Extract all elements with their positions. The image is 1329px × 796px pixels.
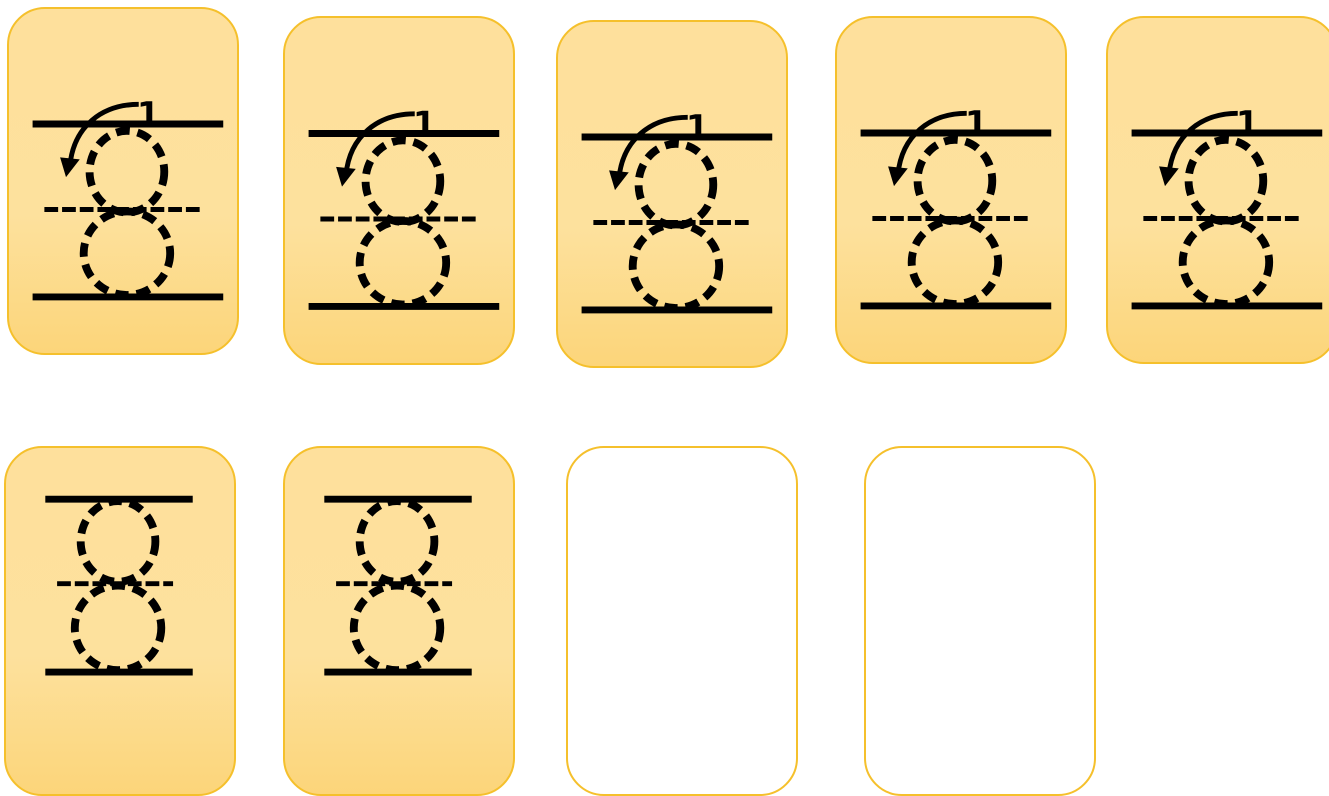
digit-lower-loop [70, 581, 166, 675]
digit-guide: 1 [308, 104, 500, 310]
digit-upper-loop [913, 135, 997, 226]
stroke-start-number: 1 [413, 104, 436, 143]
digit-guide: 1 [32, 95, 224, 301]
arrow-head-icon [336, 166, 356, 187]
stroke-start-number: 1 [1236, 104, 1259, 143]
tracing-card-guided[interactable]: 1 [835, 16, 1067, 364]
digit-lower-loop [349, 581, 445, 675]
tracing-card-guided[interactable]: 1 [556, 20, 788, 368]
direction-arrow-curve [67, 101, 139, 166]
digit-upper-loop [85, 126, 169, 217]
tracing-card-guided[interactable]: 1 [1106, 16, 1329, 364]
digit-guide: 1 [1131, 104, 1323, 310]
digit-guide: 1 [860, 104, 1052, 310]
digit-lower-loop [1178, 216, 1274, 308]
stroke-start-number: 1 [686, 108, 709, 147]
direction-arrow-curve [616, 114, 688, 179]
tracing-card-guided[interactable]: 1 [283, 16, 515, 365]
digit-upper-loop [76, 497, 160, 586]
stroke-start-number: 1 [137, 95, 160, 134]
digit-guide [324, 495, 472, 676]
digit-upper-loop [634, 139, 718, 230]
tracing-card-dotted[interactable] [4, 446, 236, 796]
stroke-start-number: 1 [965, 104, 988, 143]
direction-arrow-curve [1166, 110, 1238, 175]
arrow-head-icon [609, 170, 629, 191]
digit-guide: 1 [581, 108, 773, 314]
direction-arrow-curve [895, 110, 967, 175]
arrow-head-icon [1159, 166, 1179, 187]
tracing-card-dotted[interactable] [283, 446, 515, 796]
digit-lower-loop [907, 216, 1003, 308]
tracing-card-guided[interactable]: 1 [7, 7, 239, 355]
practice-card-blank[interactable] [566, 446, 798, 796]
digit-upper-loop [355, 497, 439, 586]
digit-lower-loop [355, 217, 451, 309]
practice-card-blank[interactable] [864, 446, 1096, 796]
digit-lower-loop [79, 207, 175, 299]
arrow-head-icon [60, 157, 80, 178]
digit-lower-loop [628, 220, 724, 312]
digit-guide [45, 495, 193, 676]
digit-upper-loop [361, 136, 445, 226]
arrow-head-icon [888, 166, 908, 187]
direction-arrow-curve [343, 111, 415, 176]
digit-upper-loop [1184, 135, 1268, 226]
